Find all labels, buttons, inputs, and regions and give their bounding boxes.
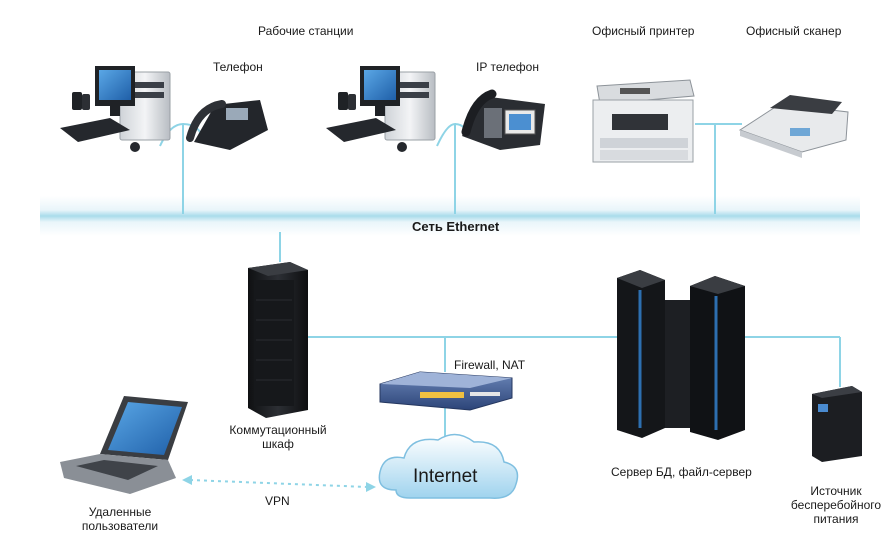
desktop-pc-icon [60, 66, 171, 152]
ups-label-line3: питания [813, 512, 859, 526]
workstation-2 [326, 66, 545, 152]
remote-users-label-line1: Удаленные [88, 505, 152, 519]
internet-label: Internet [413, 466, 478, 487]
firewall-label: Firewall, NAT [454, 358, 526, 372]
desk-phone-icon [186, 100, 268, 150]
scanner-icon [738, 95, 849, 158]
vpn-link [182, 475, 376, 492]
ethernet-label: Сеть Ethernet [412, 219, 500, 234]
ups-icon [812, 386, 862, 462]
rack-cabinet-icon [248, 262, 308, 418]
remote-users-label: Удаленные пользователи [68, 505, 172, 533]
cabinet-label-line1: Коммутационный [229, 423, 327, 437]
firewall-router-icon [379, 371, 513, 411]
scanner-label: Офисный сканер [746, 24, 842, 38]
remote-users-label-line2: пользователи [81, 519, 159, 533]
cabinet-label: Коммутационный шкаф [222, 423, 334, 451]
ip-phone-label: IP телефон [476, 60, 539, 74]
workstations-label: Рабочие станции [258, 24, 354, 38]
lower-links [279, 232, 841, 444]
vpn-label: VPN [265, 494, 290, 508]
workstation-1 [60, 66, 268, 152]
ups-label-line2: бесперебойного [790, 498, 882, 512]
phone-label: Телефон [213, 60, 263, 74]
server-cabinet-icon [617, 270, 745, 440]
ups-label: Источник бесперебойного питания [784, 484, 888, 526]
desktop-pc-icon [326, 66, 436, 152]
ups-label-line1: Источник [810, 484, 862, 498]
laptop-icon [60, 396, 188, 494]
printer-icon [592, 79, 695, 163]
ip-phone-icon [461, 89, 545, 150]
internet-cloud-icon [378, 433, 519, 499]
ethernet-bus [40, 196, 860, 236]
server-label: Сервер БД, файл-сервер [611, 465, 752, 479]
printer-label: Офисный принтер [592, 24, 695, 38]
cabinet-label-line2: шкаф [262, 437, 294, 451]
